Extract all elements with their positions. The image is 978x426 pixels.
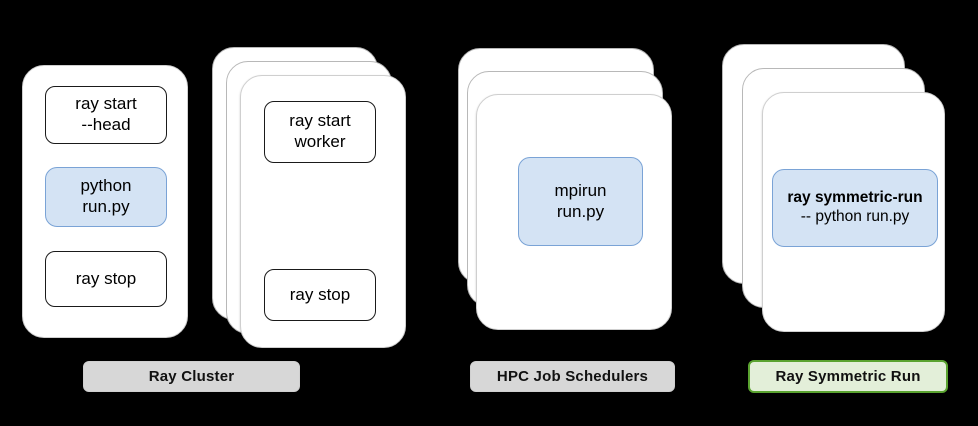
cmd-box-ray-stop-head: ray stop bbox=[45, 251, 167, 307]
cmd-box-python-run-py: python run.py bbox=[45, 167, 167, 227]
cmd-line-primary: ray symmetric-run bbox=[787, 189, 923, 207]
group-badge-hpc-job-schedulers: HPC Job Schedulers bbox=[470, 361, 675, 392]
group-badge-ray-symmetric-run: Ray Symmetric Run bbox=[748, 360, 948, 393]
cmd-line-primary: ray start bbox=[289, 111, 351, 131]
cmd-line-primary: mpirun bbox=[554, 180, 607, 200]
node-card-symmetric: ray symmetric-run -- python run.py bbox=[762, 92, 945, 332]
cmd-line-secondary: worker bbox=[294, 132, 346, 151]
cmd-box-ray-symmetric-run: ray symmetric-run -- python run.py bbox=[772, 169, 938, 247]
group-badge-label: Ray Symmetric Run bbox=[775, 368, 921, 385]
cmd-line-primary: python bbox=[80, 176, 132, 196]
node-card-hpc: mpirun run.py bbox=[476, 94, 672, 330]
cmd-line-secondary: run.py bbox=[556, 201, 605, 221]
cmd-line-primary: ray start bbox=[75, 94, 137, 114]
cmd-line-primary: ray stop bbox=[289, 284, 351, 304]
cmd-line-secondary: --head bbox=[81, 115, 131, 134]
cmd-line-secondary: -- python run.py bbox=[800, 208, 910, 225]
group-badge-label: Ray Cluster bbox=[148, 368, 235, 385]
cmd-line-primary: ray stop bbox=[75, 268, 137, 288]
group-badge-label: HPC Job Schedulers bbox=[496, 368, 649, 385]
group-badge-ray-cluster: Ray Cluster bbox=[83, 361, 300, 392]
cmd-box-mpirun-run-py: mpirun run.py bbox=[518, 157, 643, 246]
cmd-box-ray-start-head: ray start --head bbox=[45, 86, 167, 144]
cmd-line-secondary: run.py bbox=[82, 197, 130, 216]
node-card-head: ray start --head python run.py ray stop bbox=[22, 65, 188, 338]
cmd-box-ray-stop-worker: ray stop bbox=[264, 269, 376, 321]
cmd-box-ray-start-worker: ray start worker bbox=[264, 101, 376, 163]
node-card-worker: ray start worker ray stop bbox=[240, 75, 406, 348]
